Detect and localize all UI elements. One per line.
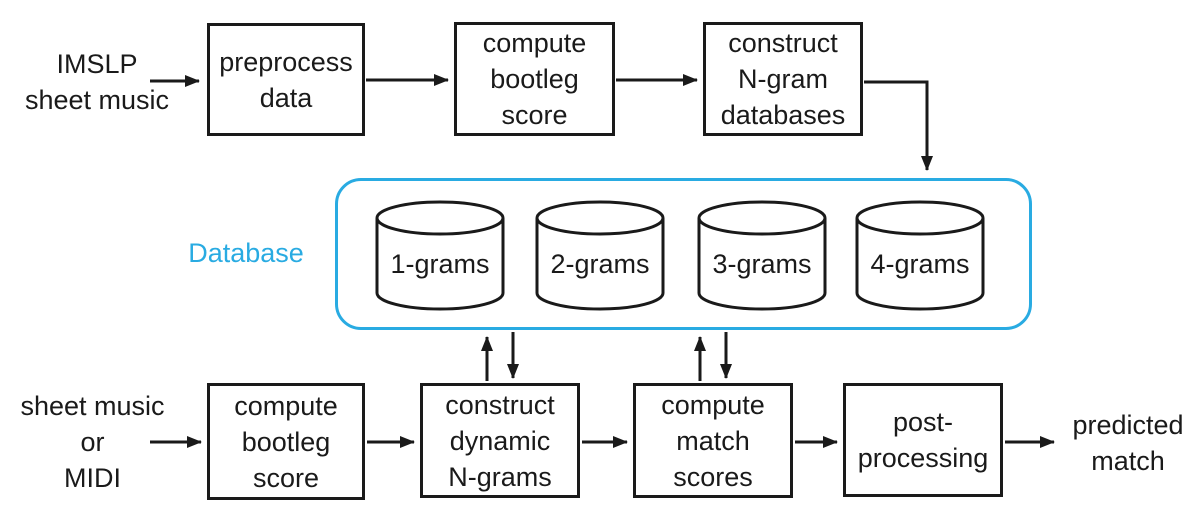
database-label: Database [188, 238, 304, 268]
label-sheet-music-or-midi: sheet music or MIDI [20, 391, 165, 493]
box-construct-dynamic-ngrams: construct dynamic N-grams [420, 383, 580, 498]
box-compute-bootleg-score-top-label: compute bootleg score [482, 28, 587, 130]
arrow-construct-to-database [864, 80, 933, 171]
box-preprocess-data: preprocess data [207, 23, 365, 136]
database-cylinder-1-grams-icon [375, 200, 505, 311]
box-compute-bootleg-score-query-label: compute bootleg score [234, 390, 338, 493]
box-compute-match-scores: compute match scores [633, 383, 793, 498]
cylinder-label-3-grams: 3-grams [712, 249, 812, 279]
label-imslp-sheet-music: IMSLP sheet music [24, 49, 170, 115]
box-compute-bootleg-score-query: compute bootleg score [207, 383, 365, 500]
cylinder-label-4-grams: 4-grams [870, 249, 970, 279]
cylinder-label-2-grams: 2-grams [550, 249, 650, 279]
label-predicted-match: predicted match [1072, 410, 1184, 476]
database-cylinder-4-grams-icon [855, 200, 985, 311]
database-cylinder-3-grams-icon [697, 200, 827, 311]
box-construct-ngram-databases-label: construct N-gram databases [720, 28, 846, 130]
box-compute-match-scores-label: compute match scores [661, 389, 765, 492]
database-cylinder-2-grams-icon [535, 200, 665, 311]
box-construct-dynamic-ngrams-label: construct dynamic N-grams [445, 389, 555, 492]
box-preprocess-data-label: preprocess data [219, 46, 353, 113]
box-post-processing-label: post- processing [857, 407, 989, 473]
cylinder-label-1-grams: 1-grams [390, 249, 490, 279]
box-post-processing: post- processing [843, 383, 1003, 497]
box-construct-ngram-databases: construct N-gram databases [703, 22, 863, 136]
box-compute-bootleg-score-top: compute bootleg score [454, 22, 615, 136]
